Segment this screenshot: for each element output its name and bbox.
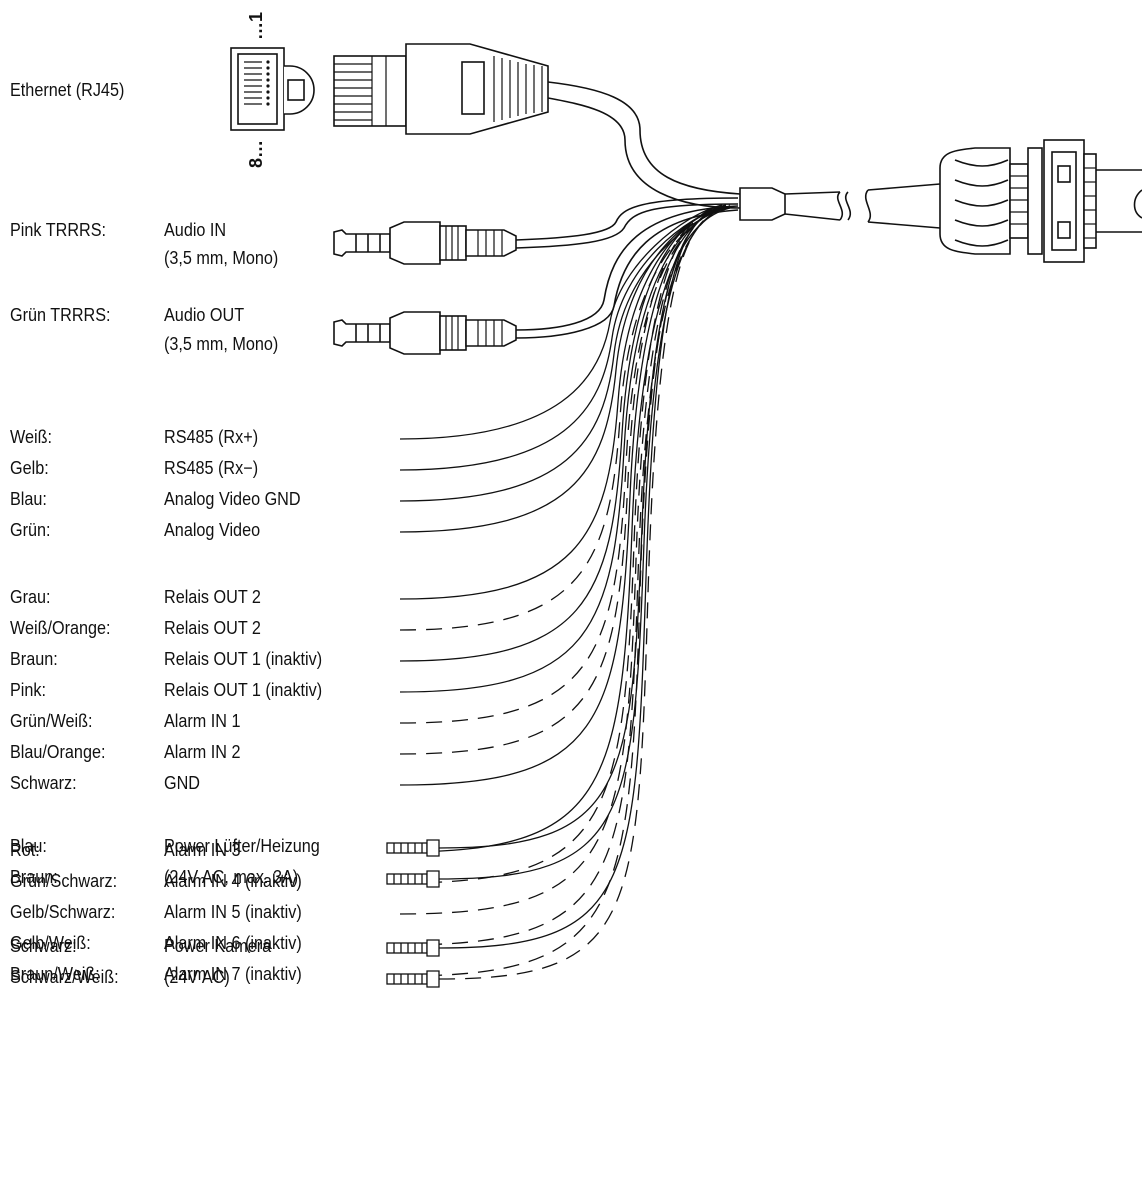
wire-line xyxy=(399,205,723,755)
wire-color-label: Grün/Schwarz: xyxy=(10,871,118,891)
rj45-pin-dots-top xyxy=(246,33,267,38)
ferrule-icon xyxy=(386,970,440,988)
wire-color-label: Rot: xyxy=(10,840,40,860)
wire-function-label: GND xyxy=(164,773,200,793)
wire-function-label: Alarm IN 7 (inaktiv) xyxy=(164,964,302,984)
ethernet-label: Ethernet (RJ45) xyxy=(10,80,125,100)
power-function-label: (24V AC) xyxy=(164,967,230,987)
wire-color-label: Schwarz: xyxy=(10,773,77,793)
wire-color-label: Gelb: xyxy=(10,458,49,478)
wire-color-label: Weiß/Orange: xyxy=(10,618,111,638)
rj45-socket-icon xyxy=(230,47,315,131)
wire-function-label: Alarm IN 3 xyxy=(164,840,241,860)
wire-color-label: Grau: xyxy=(10,587,51,607)
wire-line xyxy=(399,206,723,662)
power-wire-line xyxy=(438,207,727,980)
power-function-label: (24V AC, max. 3A) xyxy=(164,867,299,887)
wire-function-label: Relais OUT 1 (inaktiv) xyxy=(164,680,323,700)
wire-function-label: RS485 (Rx+) xyxy=(164,427,259,447)
wire-color-label: Grün: xyxy=(10,520,51,540)
power-color-label: Braun: xyxy=(10,867,58,887)
wire-color-label: Braun/Weiß: xyxy=(10,964,100,984)
power-color-label: Blau: xyxy=(10,836,47,856)
audio-out-function-label: Audio OUT xyxy=(164,305,245,325)
wire-color-label: Blau/Orange: xyxy=(10,742,106,762)
wire-layer xyxy=(386,204,731,988)
audio-in-spec-label: (3,5 mm, Mono) xyxy=(164,248,279,268)
wire-color-label: Grün/Weiß: xyxy=(10,711,93,731)
rj45-plug-icon xyxy=(333,43,549,135)
wire-line xyxy=(399,206,727,786)
wire-color-label: Braun: xyxy=(10,649,58,669)
wire-line xyxy=(399,204,731,724)
wire-function-label: Relais OUT 2 xyxy=(164,618,261,638)
audio-in-jack-icon xyxy=(333,221,517,265)
power-function-label: Power Kamera xyxy=(164,936,272,956)
wire-line xyxy=(399,207,731,853)
wire-function-label: Analog Video GND xyxy=(164,489,301,509)
wire-function-label: Analog Video xyxy=(164,520,261,540)
wire-function-label: Alarm IN 5 (inaktiv) xyxy=(164,902,302,922)
wire-color-label: Pink: xyxy=(10,680,47,700)
wire-function-label: Alarm IN 6 (inaktiv) xyxy=(164,933,302,953)
wire-function-label: Relais OUT 1 (inaktiv) xyxy=(164,649,323,669)
wire-color-label: Weiß: xyxy=(10,427,53,447)
wire-color-label: Blau: xyxy=(10,489,47,509)
audio-out-jack-icon xyxy=(333,311,517,355)
power-function-label: Power Lüfter/Heizung xyxy=(164,836,320,856)
wire-function-label: RS485 (Rx−) xyxy=(164,458,259,478)
rj45-pin-last-label: 8… xyxy=(246,139,266,168)
power-wire-line xyxy=(438,205,731,880)
ferrule-icon xyxy=(386,839,440,857)
wire-line xyxy=(399,205,727,471)
wire-line xyxy=(399,204,723,884)
wire-function-label: Relais OUT 2 xyxy=(164,587,261,607)
power-color-label: Schwarz: xyxy=(10,936,77,956)
power-color-label: Schwarz/Weiß: xyxy=(10,967,119,987)
wire-function-label: Alarm IN 1 xyxy=(164,711,241,731)
audio-out-color-label: Grün TRRRS: xyxy=(10,305,111,325)
wire-function-label: Alarm IN 2 xyxy=(164,742,241,762)
wire-color-label: Gelb/Schwarz: xyxy=(10,902,116,922)
wire-line xyxy=(399,207,727,693)
wire-color-label: Gelb/Weiß: xyxy=(10,933,91,953)
cable-sleeve xyxy=(739,183,941,229)
wire-line xyxy=(399,207,723,533)
audio-out-spec-label: (3,5 mm, Mono) xyxy=(164,334,279,354)
audio-in-function-label: Audio IN xyxy=(164,220,227,240)
wire-function-label: Alarm IN 4 (inaktiv) xyxy=(164,871,302,891)
wire-line xyxy=(399,204,723,440)
audio-in-color-label: Pink TRRRS: xyxy=(10,220,107,240)
ferrule-icon xyxy=(386,870,440,888)
ferrule-icon xyxy=(386,939,440,957)
power-wire-line xyxy=(438,206,723,949)
wire-line xyxy=(399,205,731,631)
cable-gland-icon xyxy=(939,139,1142,263)
wire-line xyxy=(399,204,727,600)
